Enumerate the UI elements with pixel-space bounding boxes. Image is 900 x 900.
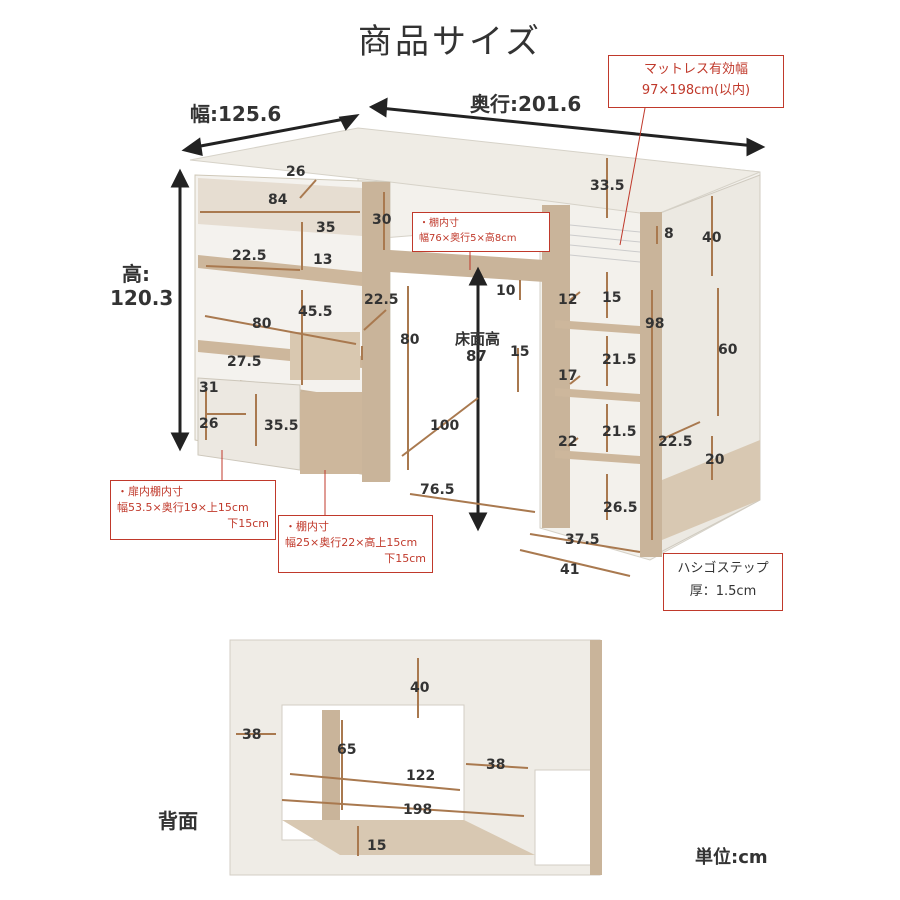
front-dimension-label: 22.5	[658, 434, 693, 450]
front-dimension-label: 26	[199, 416, 219, 432]
unit-label: 単位:cm	[695, 847, 768, 868]
back-dimension-label: 65	[337, 742, 357, 758]
door-shelf-line1: ・扉内棚内寸	[117, 485, 183, 498]
shelf-box-line3: 下15cm	[384, 552, 426, 565]
door-shelf-line3: 下15cm	[227, 517, 269, 530]
front-dimension-label: 15	[510, 344, 530, 360]
mattress-box-line2: 97×198cm(以内)	[641, 83, 751, 98]
overall-width-label: 幅:125.6	[190, 102, 282, 126]
floor-height-value: 87	[466, 347, 487, 365]
overall-height-value: 120.3	[110, 286, 174, 310]
door-shelf-line2: 幅53.5×奥行19×上15cm	[117, 501, 249, 514]
back-dimension-label: 40	[410, 680, 430, 696]
front-dimension-label: 21.5	[602, 424, 637, 440]
front-dimension-label: 26	[286, 164, 306, 180]
front-dimension-label: 21.5	[602, 352, 637, 368]
overall-arrows	[170, 97, 766, 532]
callout-lines	[221, 107, 646, 515]
front-dimension-label: 15	[602, 290, 622, 306]
shelf-inner-line1: 棚内寸	[429, 218, 459, 229]
back-bed-body	[229, 639, 602, 876]
front-dimension-label: 22.5	[364, 292, 399, 308]
back-dimension-label: 122	[406, 768, 436, 784]
front-dimension-label: 35	[316, 220, 336, 236]
front-dimension-label: 10	[496, 283, 516, 299]
page-title: 商品サイズ	[358, 22, 542, 62]
step-box-line2: 厚：1.5cm	[689, 584, 757, 599]
shelf-inner-line2: 幅76×奥行5×高8cm	[419, 233, 517, 244]
tan-arrows	[200, 158, 719, 856]
front-dimension-label: 12	[558, 292, 578, 308]
front-dimension-label: 20	[705, 452, 725, 468]
front-dimension-label: 84	[268, 192, 288, 208]
front-dimension-label: 17	[558, 368, 578, 384]
mattress-box-line1: マットレス有効幅	[643, 62, 748, 77]
back-dimension-label: 38	[242, 727, 262, 743]
shelf-box: ・棚内寸 幅25×奥行22×高上15cm 下15cm	[278, 515, 433, 573]
front-dimension-label: 30	[372, 212, 392, 228]
mattress-size-box: マットレス有効幅 97×198cm(以内)	[608, 55, 784, 108]
overall-depth-label: 奥行:201.6	[470, 92, 582, 116]
front-dimension-label: 8	[664, 226, 674, 242]
front-dimension-label: 98	[645, 316, 665, 332]
ladder-step-box: ハシゴステップ 厚：1.5cm	[663, 553, 783, 611]
shelf-inner-prefix: ・	[419, 218, 429, 229]
front-dimension-label: 41	[560, 562, 580, 578]
front-dimension-label: 27.5	[227, 354, 262, 370]
front-dimension-label: 80	[400, 332, 420, 348]
front-dimension-label: 37.5	[565, 532, 600, 548]
shelf-inner-box: ・棚内寸 幅76×奥行5×高8cm	[412, 212, 550, 252]
back-label: 背面	[158, 809, 198, 833]
front-dimension-label: 22	[558, 434, 578, 450]
front-dimension-label: 40	[702, 230, 722, 246]
front-dimension-label: 100	[430, 418, 460, 434]
back-dimension-label: 198	[403, 802, 433, 818]
front-dimension-label: 45.5	[298, 304, 333, 320]
front-dimension-label: 26.5	[603, 500, 638, 516]
front-dimension-label: 33.5	[590, 178, 625, 194]
back-dimension-label: 15	[367, 838, 387, 854]
front-dimension-label: 13	[313, 252, 333, 268]
shelf-box-line1: ・棚内寸	[285, 520, 329, 533]
front-dimension-label: 35.5	[264, 418, 299, 434]
floor-height-label: 床面高	[455, 330, 501, 348]
step-box-line1: ハシゴステップ	[677, 561, 769, 576]
front-dimension-label: 76.5	[420, 482, 455, 498]
front-dimension-label: 22.5	[232, 248, 267, 264]
front-dimension-label: 31	[199, 380, 219, 396]
front-dimension-label: 80	[252, 316, 272, 332]
back-dimension-label: 38	[486, 757, 506, 773]
overall-height-label: 高:	[122, 262, 150, 286]
shelf-box-line2: 幅25×奥行22×高上15cm	[285, 536, 418, 549]
door-shelf-box: ・扉内棚内寸 幅53.5×奥行19×上15cm 下15cm	[110, 480, 276, 540]
front-dimension-label: 60	[718, 342, 738, 358]
